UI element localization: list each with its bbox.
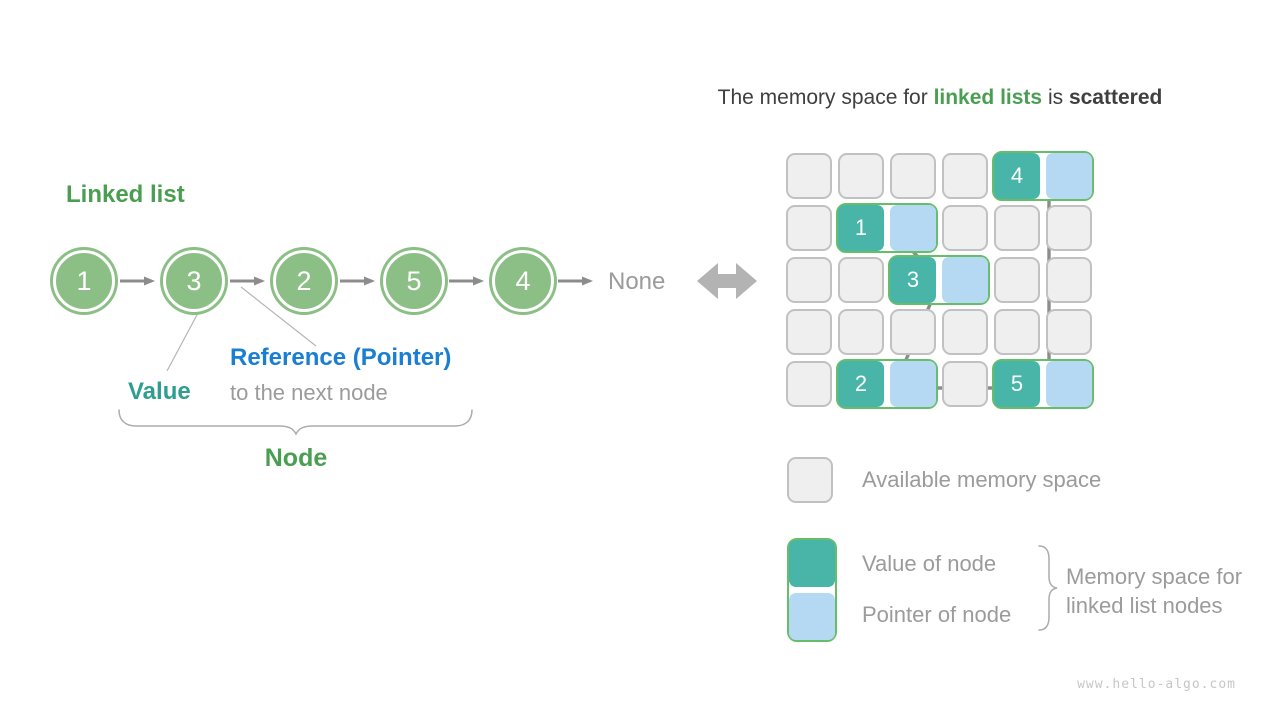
- node-pointer-cell: [890, 205, 936, 251]
- memory-title: The memory space for linked lists is sca…: [620, 86, 1260, 110]
- memory-cell: [994, 309, 1040, 355]
- linked-list-heading: Linked list: [66, 181, 185, 208]
- memory-space-label-line1: Memory space for: [1066, 564, 1243, 589]
- available-memory-label: Available memory space: [862, 467, 1102, 492]
- value-of-node-label: Value of node: [862, 551, 997, 576]
- node-pair: 5: [992, 359, 1094, 409]
- node-pair-swatch: [787, 538, 837, 642]
- reference-label: Reference (Pointer): [230, 344, 452, 371]
- legend-brace: [1038, 545, 1058, 631]
- value-label: Value: [128, 378, 191, 405]
- list-node: 4: [492, 250, 554, 312]
- node-label: Node: [264, 444, 328, 472]
- value-cell-swatch: [789, 540, 835, 587]
- node-value-cell: 5: [994, 361, 1040, 407]
- node-pair: 3: [888, 255, 990, 305]
- memory-cell: [942, 361, 988, 407]
- memory-cell: [1046, 257, 1092, 303]
- memory-space-label-line2: linked list nodes: [1066, 593, 1223, 618]
- node-pointer-cell: [1046, 361, 1092, 407]
- pointer-cell-swatch: [789, 593, 835, 640]
- node-value-cell: 1: [838, 205, 884, 251]
- node-pointer-cell: [890, 361, 936, 407]
- list-node-value: 2: [296, 265, 312, 296]
- list-node: 2: [273, 250, 335, 312]
- list-node-value: 4: [515, 265, 531, 296]
- memory-cell: [838, 257, 884, 303]
- memory-cell: [786, 361, 832, 407]
- memory-cell: [786, 205, 832, 251]
- node-pair: 4: [992, 151, 1094, 201]
- memory-title-highlight: linked lists: [933, 86, 1043, 109]
- memory-cell: [942, 309, 988, 355]
- node-pair: 2: [836, 359, 938, 409]
- node-value-cell: 2: [838, 361, 884, 407]
- node-underbrace: [118, 409, 473, 436]
- memory-cell: [1046, 309, 1092, 355]
- memory-cell: [994, 257, 1040, 303]
- list-node-value: 1: [76, 265, 92, 296]
- node-pointer-cell: [1046, 153, 1092, 199]
- memory-cell: [942, 153, 988, 199]
- list-node: 1: [53, 250, 115, 312]
- none-label: None: [608, 268, 666, 295]
- value-guide-line: [166, 312, 199, 372]
- node-value-cell: 3: [890, 257, 936, 303]
- double-arrow-icon: [697, 263, 757, 299]
- memory-cell: [890, 309, 936, 355]
- pointer-of-node-label: Pointer of node: [862, 602, 1012, 627]
- memory-title-prefix: The memory space for: [717, 86, 934, 109]
- memory-title-middle: is: [1042, 86, 1069, 109]
- available-memory-swatch: [787, 457, 833, 503]
- list-node-value: 3: [186, 265, 202, 296]
- memory-cell: [786, 153, 832, 199]
- memory-cell: [890, 153, 936, 199]
- memory-space-label: Memory space for linked list nodes: [1066, 562, 1242, 620]
- memory-cell: [942, 205, 988, 251]
- memory-cell: [994, 205, 1040, 251]
- node-pointer-cell: [942, 257, 988, 303]
- reference-sublabel: to the next node: [230, 380, 388, 405]
- list-node: 5: [383, 250, 445, 312]
- node-value-cell: 4: [994, 153, 1040, 199]
- memory-title-emphasis: scattered: [1068, 86, 1163, 109]
- memory-cell: [1046, 205, 1092, 251]
- list-node: 3: [163, 250, 225, 312]
- memory-cell: [838, 309, 884, 355]
- memory-cell: [838, 153, 884, 199]
- node-pair: 1: [836, 203, 938, 253]
- memory-cell: [786, 257, 832, 303]
- memory-cell: [786, 309, 832, 355]
- list-node-value: 5: [406, 265, 422, 296]
- watermark: www.hello-algo.com: [1077, 677, 1236, 692]
